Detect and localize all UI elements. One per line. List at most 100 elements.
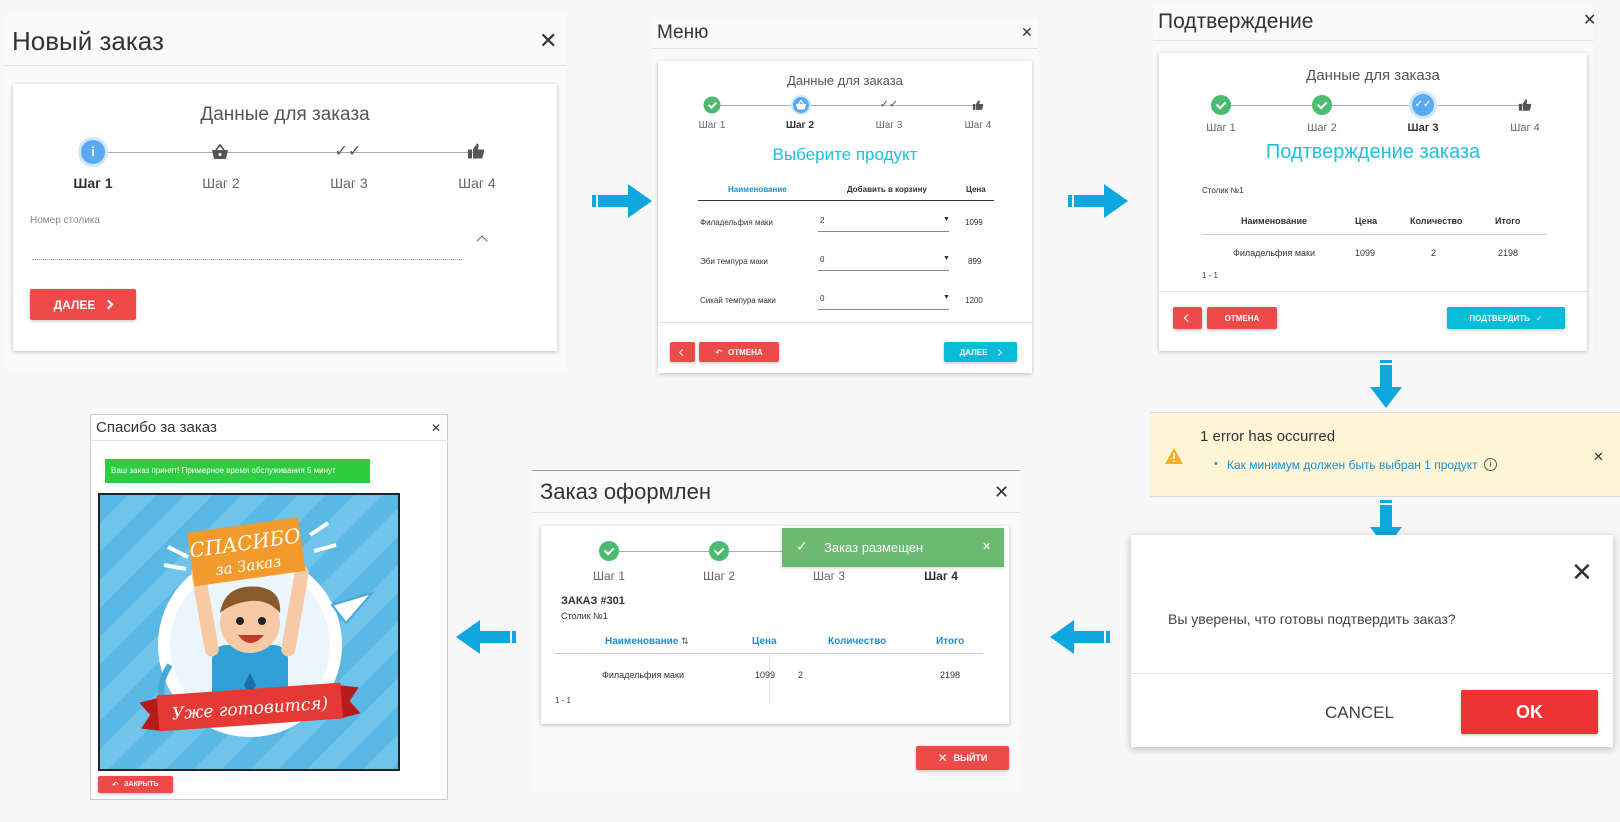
column-qty-header[interactable]: Количество: [828, 636, 887, 647]
column-total-header[interactable]: Итого: [936, 636, 965, 647]
close-button-label: ЗАКРЫТЬ: [124, 781, 159, 788]
close-icon[interactable]: ✕: [1593, 449, 1604, 464]
undo-icon: ↶: [715, 347, 723, 357]
column-name-header[interactable]: Наименование: [728, 185, 787, 194]
chevron-up-icon[interactable]: [476, 235, 488, 247]
toast-message: Заказ размещен: [824, 540, 924, 555]
order-placed-dialog: Заказ оформлен ✕ Шаг 1 Шаг 2 Шаг 3 Шаг 4…: [532, 470, 1020, 792]
step-1-label: Шаг 1: [1206, 122, 1236, 134]
thank-you-image: СПАСИБО за Заказ Уже готовится): [98, 493, 400, 771]
qty-select-value[interactable]: 0: [820, 294, 825, 303]
close-icon[interactable]: ✕: [1021, 24, 1033, 40]
arrow-left-icon: [456, 620, 516, 654]
caret-down-icon[interactable]: ▼: [943, 216, 950, 223]
next-button-label: ДАЛЕЕ: [53, 297, 96, 312]
column-qty-header: Количество: [1410, 216, 1463, 226]
double-check-icon: ✓✓: [334, 143, 362, 160]
order-confirm-heading: Подтверждение заказа: [1265, 141, 1481, 163]
qty-select-value[interactable]: 2: [820, 216, 825, 225]
column-price-header: Цена: [1355, 216, 1378, 226]
card-title: Данные для заказа: [787, 73, 903, 88]
table-number-input[interactable]: [32, 230, 462, 260]
step-2-label: Шаг 2: [785, 120, 815, 131]
info-icon[interactable]: i: [1484, 458, 1497, 471]
product-name: Сикай темпура маки: [700, 296, 776, 305]
warning-icon: [1165, 448, 1183, 464]
back-button[interactable]: [670, 342, 695, 362]
step-3-label: Шаг 3: [875, 120, 903, 131]
caret-down-icon[interactable]: ▼: [943, 294, 950, 301]
dialog-title: Меню: [657, 22, 709, 43]
close-icon[interactable]: ✕: [1583, 12, 1597, 29]
error-message-link[interactable]: Как минимум должен быть выбран 1 продукт: [1227, 458, 1478, 472]
product-price: 1099: [755, 670, 776, 680]
table-number-label: Номер столика: [30, 215, 100, 226]
product-qty: 2: [798, 670, 804, 680]
step-2-label: Шаг 2: [702, 569, 736, 583]
confirm-button[interactable]: ПОДТВЕРДИТЬ ✓: [1447, 307, 1565, 329]
order-summary-card: Шаг 1 Шаг 2 Шаг 3 Шаг 4 ✓ Заказ размещен…: [541, 526, 1009, 724]
next-button[interactable]: ДАЛЕЕ: [944, 342, 1017, 362]
cancel-button-label: ОТМЕНА: [1224, 313, 1260, 323]
chevron-left-icon: [678, 348, 687, 356]
caret-down-icon[interactable]: ▼: [943, 255, 950, 262]
product-price: 1200: [965, 296, 983, 305]
basket-icon: [212, 144, 228, 159]
cancel-button[interactable]: ОТМЕНА: [1207, 307, 1277, 329]
dialog-title: Спасибо за заказ: [96, 419, 217, 436]
check-icon: ✓: [796, 538, 808, 554]
menu-dialog: Меню ✕ Данные для заказа ✓✓ Шаг 1 Шаг 2 …: [652, 18, 1038, 374]
dialog-title: Подтверждение: [1158, 10, 1314, 33]
confirm-button-label: ПОДТВЕРДИТЬ: [1469, 313, 1530, 323]
order-data-card: Данные для заказа i ✓✓ Шаг 1 Шаг 2 Шаг 3…: [13, 84, 557, 351]
product-price: 899: [968, 257, 982, 266]
thanks-dialog: Спасибо за заказ ✕ Ваш заказ принят! При…: [90, 414, 449, 800]
step-2-check-icon: [1312, 95, 1332, 115]
confirm-dialog: ✕ Вы уверены, что готовы подтвердить зак…: [1131, 535, 1613, 747]
ok-button-label: OK: [1516, 701, 1543, 722]
column-add-header: Добавить в корзину: [847, 185, 927, 194]
product-total: 2198: [1498, 248, 1519, 258]
close-icon: ✕: [937, 751, 948, 765]
close-icon[interactable]: ✕: [539, 28, 558, 53]
arrow-left-icon: [1050, 620, 1110, 654]
column-price-header[interactable]: Цена: [752, 636, 777, 647]
sort-icon[interactable]: ⇅: [681, 636, 689, 646]
close-button[interactable]: ↶ ЗАКРЫТЬ: [98, 776, 173, 793]
step-1-label: Шаг 1: [698, 120, 726, 131]
close-icon[interactable]: ✕: [431, 421, 442, 435]
arrow-down-icon: [1370, 360, 1402, 408]
column-total-header: Итого: [1495, 216, 1521, 226]
step-3-label: Шаг 3: [1407, 122, 1439, 134]
column-name-header[interactable]: Наименование ⇅: [605, 636, 689, 647]
next-button[interactable]: ДАЛЕЕ: [30, 289, 136, 320]
step-3-label: Шаг 3: [812, 569, 846, 583]
check-icon: ✓: [1535, 313, 1543, 323]
success-toast: ✓ Заказ размещен ✕: [782, 528, 1004, 567]
step-3-label: Шаг 3: [330, 175, 368, 191]
chevron-left-icon: [1183, 313, 1192, 323]
ok-button[interactable]: OK: [1461, 690, 1598, 734]
exit-button[interactable]: ✕ ВЫЙТИ: [916, 746, 1009, 770]
back-button[interactable]: [1173, 307, 1202, 329]
column-name-header: Наименование: [1241, 216, 1308, 226]
arrow-right-icon: [592, 184, 652, 218]
step-2-label: Шаг 2: [202, 175, 240, 191]
thumbs-up-icon: [972, 100, 984, 110]
step-1-check-icon: [599, 541, 619, 561]
cancel-button[interactable]: CANCEL: [1325, 703, 1394, 722]
close-icon[interactable]: ✕: [1571, 557, 1593, 587]
paging-info: 1 - 1: [1202, 271, 1219, 280]
error-alert: 1 error has occurred • Как минимум долже…: [1150, 412, 1620, 497]
step-1-label: Шаг 1: [73, 175, 113, 191]
close-icon[interactable]: ✕: [982, 541, 992, 553]
confirmation-dialog: Подтверждение ✕ Данные для заказа ✓✓ Шаг…: [1153, 4, 1597, 354]
order-accepted-banner: Ваш заказ принят! Примерное время обслуж…: [105, 459, 370, 483]
table-number-text: Столик №1: [1202, 186, 1244, 195]
qty-select-value[interactable]: 0: [820, 255, 825, 264]
close-icon[interactable]: ✕: [994, 482, 1010, 502]
step-1-check-icon: [1211, 95, 1231, 115]
cancel-button[interactable]: ↶ ОТМЕНА: [699, 342, 779, 362]
new-order-dialog: Новый заказ ✕ Данные для заказа i ✓✓ Шаг…: [4, 14, 566, 370]
table-number-text: Столик №1: [561, 611, 608, 621]
